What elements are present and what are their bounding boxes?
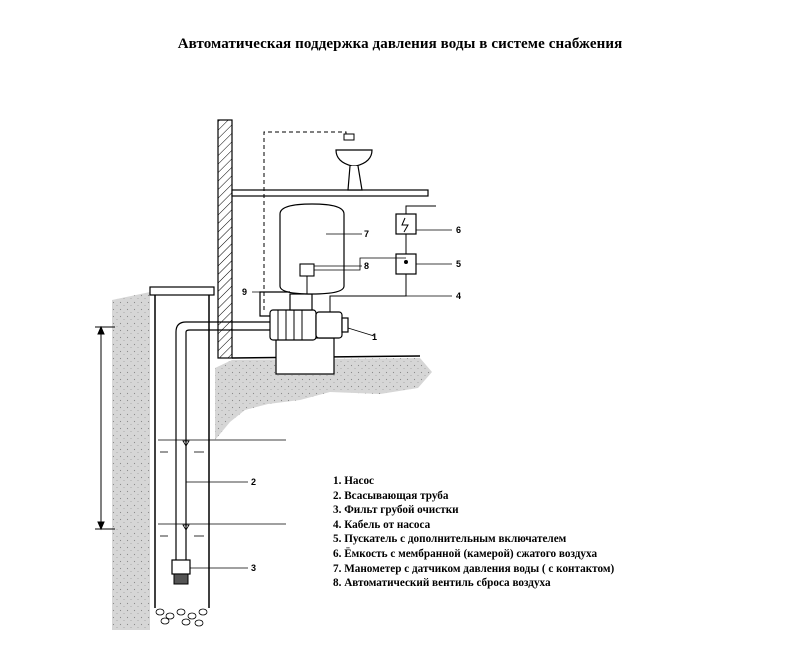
water-levels (158, 439, 286, 537)
sensor-cable (314, 257, 406, 271)
pressure-tank (279, 203, 345, 295)
coarse-filter (171, 559, 191, 585)
legend-item: 7. Манометер с датчиком давления воды ( … (333, 562, 615, 575)
starter-switch-box (395, 213, 417, 235)
callout-3: 3 (251, 563, 256, 573)
callout-4: 4 (456, 291, 461, 301)
sink (335, 133, 373, 191)
callout-5: 5 (456, 259, 461, 269)
legend-item: 2. Всасывающая труба (333, 489, 449, 502)
pump (269, 293, 349, 341)
legend-item: 4. Кабель от насоса (333, 518, 431, 531)
callout-6: 6 (456, 225, 461, 235)
legend-item: 5. Пускатель с дополнительным включателе… (333, 533, 567, 546)
well-gravel (155, 608, 208, 627)
page-title: Автоматическая поддержка давления воды в… (177, 36, 623, 52)
callout-9: 9 (242, 287, 247, 297)
legend-item: 8. Автоматический вентиль сброса воздуха (333, 577, 551, 590)
soil-area (112, 292, 432, 630)
callout-labels: 1 2 3 4 5 6 7 8 9 (242, 225, 461, 573)
tank-connection-pipe (259, 291, 290, 317)
house-wall (217, 119, 233, 359)
starter-box (395, 253, 417, 275)
depth-dimension (95, 325, 115, 531)
pump-base (275, 337, 335, 375)
supply-pipe (263, 131, 347, 310)
power-cable (329, 205, 436, 312)
callout-1: 1 (372, 332, 377, 342)
callout-7: 7 (364, 229, 369, 239)
legend-item: 6. Ёмкость с мембранной (камерой) сжатог… (333, 547, 598, 560)
callout-8: 8 (364, 261, 369, 271)
callout-leaders (186, 229, 452, 569)
legend-item: 1. Насос (333, 475, 375, 487)
callout-2: 2 (251, 477, 256, 487)
legend-item: 3. Фильт грубой очистки (333, 504, 459, 517)
legend: 1. Насос 2. Всасывающая труба 3. Фильт г… (333, 474, 614, 591)
upper-floor-slab (231, 189, 429, 197)
